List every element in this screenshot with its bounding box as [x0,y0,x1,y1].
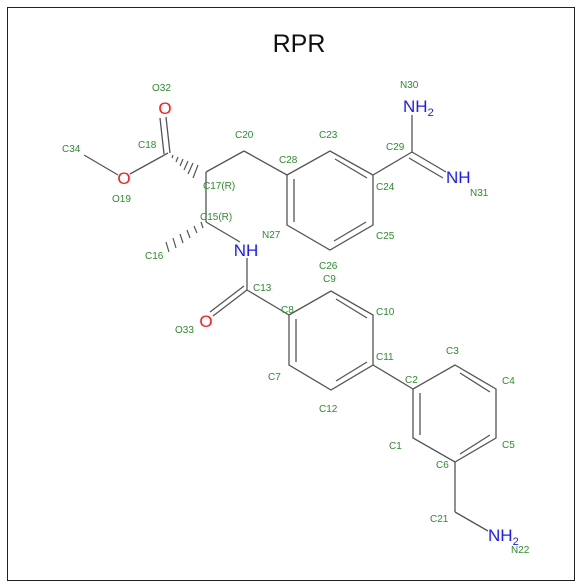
diagram-frame [7,7,575,581]
bond-c17-c20 [205,150,245,173]
ring-terminal-phenyl [412,364,497,463]
nh2-amidine: NH2 [403,97,434,119]
atom-label-c26: C26 [319,261,338,272]
atom-label-o32: O32 [152,83,171,94]
atom-label-c16: C16 [145,251,164,262]
bond-c13-c8 [246,289,290,316]
atom-label-c17: C17(R) [203,181,235,192]
atom-label-c23: C23 [319,130,338,141]
atom-label-c24: C24 [376,182,395,193]
atom-label-c9: C9 [323,274,336,285]
bond-c17-c18-hashed [171,154,199,179]
atom-label-c6: C6 [436,460,449,471]
bond-c18-o32 [165,116,171,154]
atom-label-c2: C2 [405,375,418,386]
ring-terminal-double-2 [459,434,491,455]
ring-central-phenyl [288,290,374,391]
atom-label-c18: C18 [138,140,157,151]
oxygen-ester-carbonyl: O [158,99,171,118]
atom-label-c10: C10 [376,307,395,318]
oxygen-amide: O [199,312,212,331]
ring-benzamidine-double-2 [333,221,367,242]
atom-label-c8: C8 [281,305,294,316]
atom-label-c5: C5 [502,440,515,451]
bond-c13-o33 [212,289,248,317]
atom-label-c25: C25 [376,231,395,242]
ring-central-double-2 [335,361,368,382]
bond-c29-n31-double [408,157,444,179]
bond-o19-c34 [83,154,119,176]
bond-c20-c28 [243,150,288,176]
atom-label-c13: C13 [253,283,272,294]
diagram-title: RPR [273,30,326,58]
nh2-amine: NH2 [488,526,519,548]
ring-benzamidine-double-1 [334,158,368,179]
ring-terminal-double-1 [459,372,491,393]
bond-c18-o19 [129,152,169,175]
atom-label-o19: O19 [112,194,131,205]
ring-benzamidine [286,150,374,251]
bonds [83,115,497,532]
bond-c29-n31 [411,151,447,173]
atom-label-c21: C21 [430,514,449,525]
bond-c24-c29 [372,151,413,176]
heteroatoms: O O O NH NH2 NH NH2 [117,97,518,548]
bond-c11-c2 [372,364,414,390]
atom-label-c28: C28 [279,155,298,166]
bond-c21-n22 [454,511,489,532]
atom-label-c1: C1 [389,441,402,452]
atom-label-c3: C3 [446,346,459,357]
bond-c15-c16-hashed [165,221,204,253]
atom-label-c12: C12 [319,404,338,415]
atom-label-c7: C7 [268,372,281,383]
atom-label-n27: N27 [262,230,281,241]
atom-label-n31: N31 [470,188,489,199]
atom-label-c34: C34 [62,144,81,155]
atom-label-n22: N22 [511,545,530,556]
nh-amidine: NH [446,168,471,187]
atom-label-n30: N30 [400,80,419,91]
oxygen-ester: O [117,169,130,188]
bond-c15-n27 [205,221,241,243]
atom-label-c4: C4 [502,376,515,387]
bond-c18-o32-double [159,117,165,155]
atom-label-c29: C29 [386,142,405,153]
atom-label-c20: C20 [235,130,254,141]
ring-central-double-1 [335,298,368,319]
atom-label-o33: O33 [175,325,194,336]
atom-label-c11: C11 [376,352,394,363]
bond-c13-o33-double [209,285,245,313]
nh-amide: NH [234,241,259,260]
atom-labels: O32 C18 C34 O19 C17(R) C20 C28 C23 C29 N… [62,80,530,556]
atom-label-c15: C15(R) [200,212,232,223]
